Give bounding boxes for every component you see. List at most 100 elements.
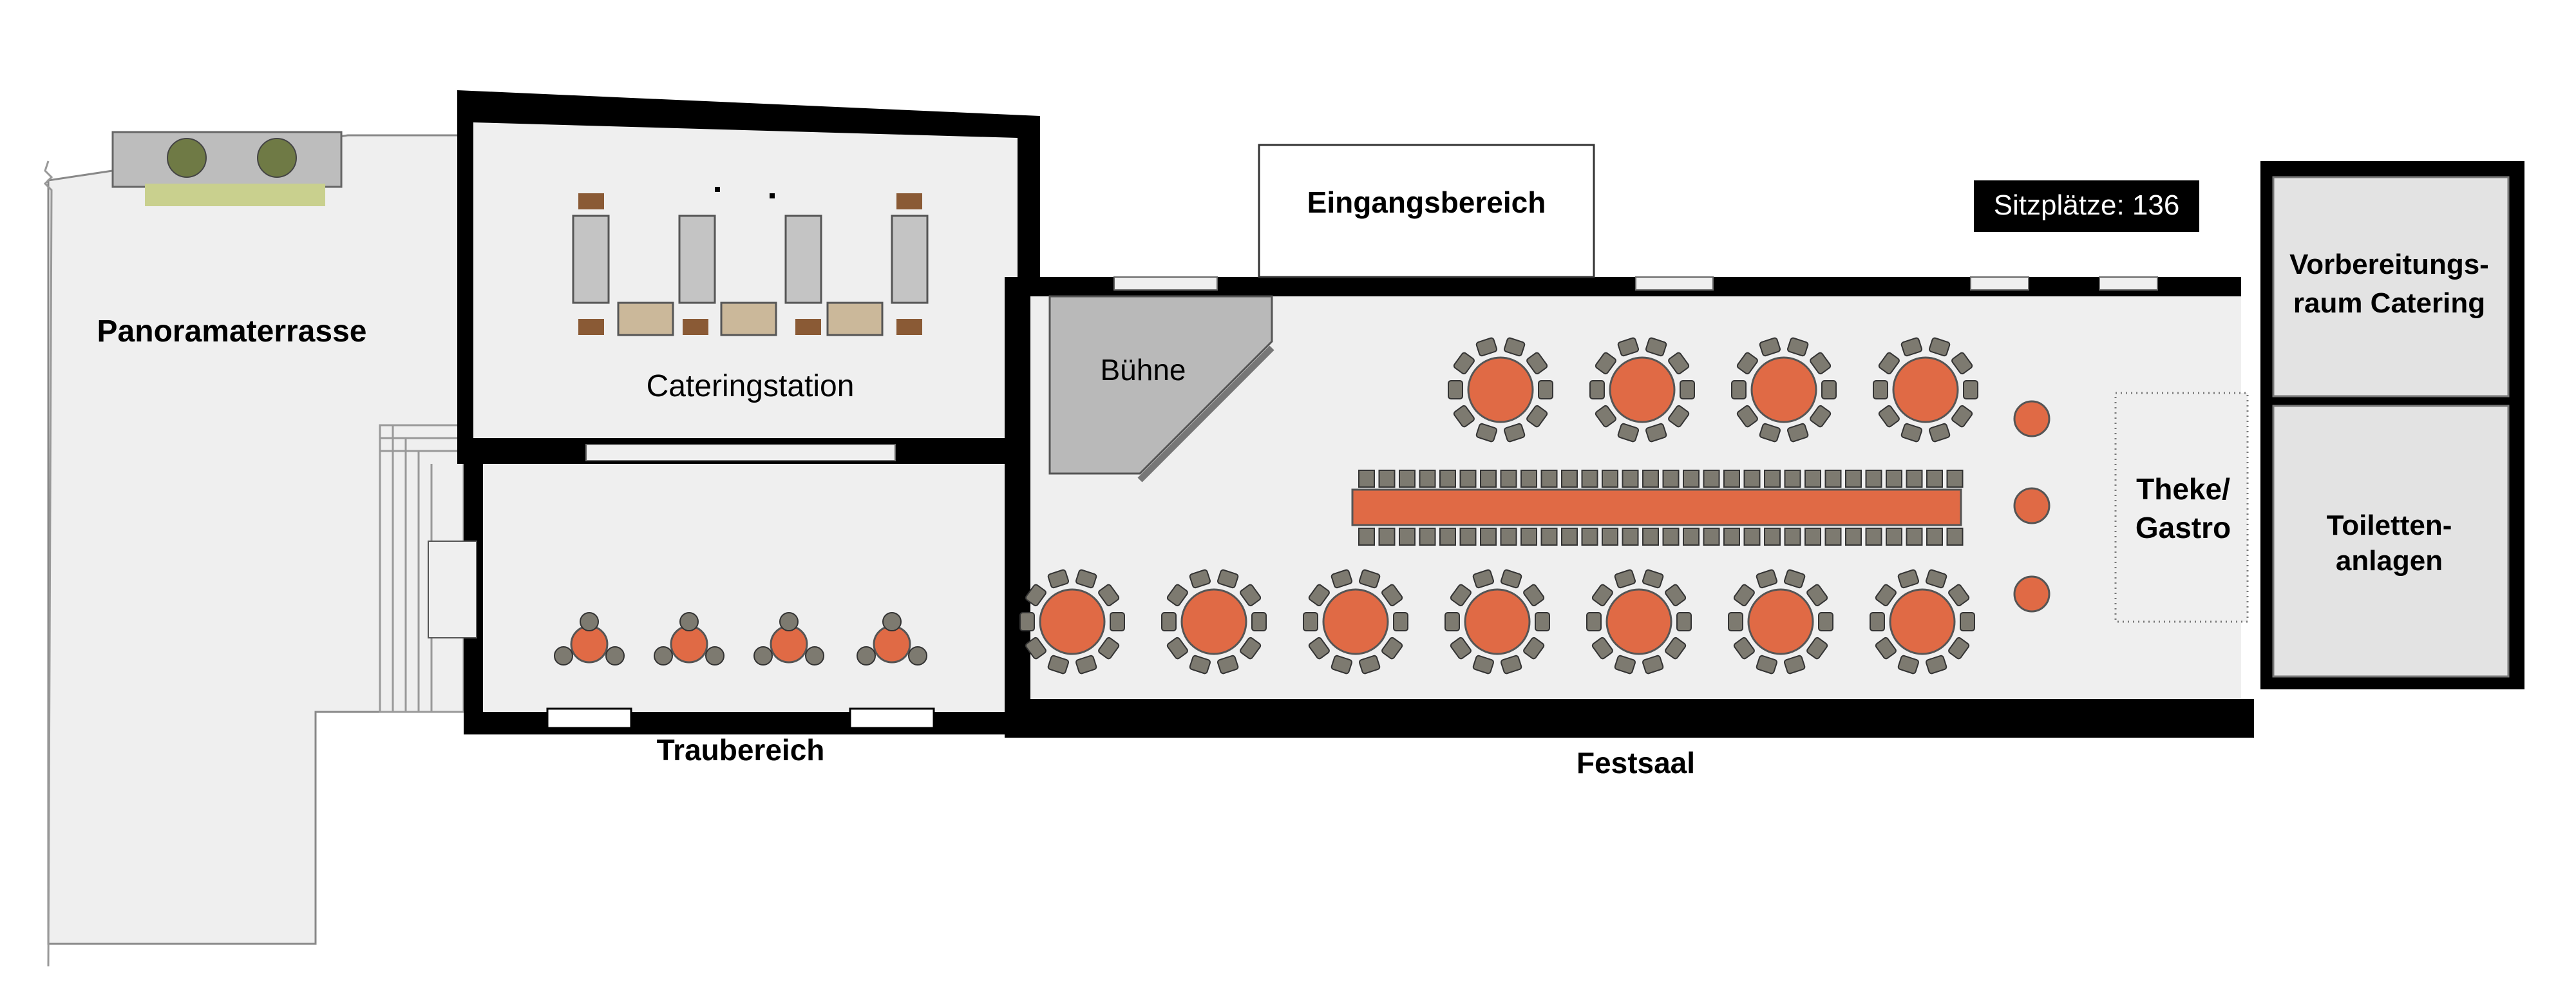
chair-icon — [1331, 655, 1353, 675]
chair-icon — [605, 646, 625, 666]
round-table-top — [1467, 356, 1534, 423]
chair-icon — [1662, 528, 1680, 546]
chair-icon — [1668, 352, 1690, 375]
chair-icon — [1642, 569, 1664, 589]
chair-icon — [1645, 337, 1667, 357]
chair-icon — [1075, 655, 1097, 675]
chair-icon — [1824, 528, 1842, 546]
chair-icon — [1098, 637, 1120, 660]
chair-icon — [1645, 423, 1667, 443]
chair-icon — [1614, 569, 1636, 589]
chair-icon — [1703, 528, 1720, 546]
chair-icon — [1845, 470, 1862, 488]
chair-icon — [1308, 584, 1330, 607]
chair-icon — [1602, 528, 1618, 546]
chair-icon — [1948, 637, 1970, 660]
round-table-icon — [1586, 569, 1692, 675]
chair-icon — [1963, 380, 1978, 399]
terrace-area — [43, 134, 465, 967]
round-table-top — [1464, 588, 1531, 655]
chair-icon — [1526, 352, 1548, 375]
chair-icon — [1378, 528, 1396, 546]
chair-icon — [1308, 637, 1330, 660]
chair-icon — [1047, 569, 1070, 589]
chair-icon — [1865, 470, 1882, 488]
chair-icon — [1399, 470, 1416, 488]
round-table-top — [1892, 356, 1959, 423]
chair-icon — [1642, 655, 1664, 675]
chair-icon — [1240, 584, 1262, 607]
chair-icon — [1723, 470, 1740, 488]
chair-icon — [1764, 528, 1781, 546]
round-table-top — [1750, 356, 1817, 423]
chair-icon — [1925, 655, 1947, 675]
chair-icon — [1804, 528, 1821, 546]
label-theke-line2: Gastro — [2136, 511, 2231, 544]
chair-icon — [1948, 584, 1970, 607]
chair-icon — [1683, 470, 1700, 488]
chair-icon — [1217, 655, 1239, 675]
chair-icon — [1540, 470, 1558, 488]
round-table-top — [1889, 588, 1956, 655]
chair-icon — [1358, 569, 1381, 589]
round-table-top — [1322, 588, 1389, 655]
round-table-top — [1605, 588, 1672, 655]
chair-icon — [1419, 528, 1436, 546]
chair-icon — [1520, 528, 1537, 546]
chair-icon — [1166, 584, 1188, 607]
chair-icon — [1523, 637, 1545, 660]
standing-table — [2013, 575, 2050, 613]
chair-icon — [1520, 470, 1537, 488]
chair-icon — [1733, 584, 1755, 607]
chair-icon — [1925, 569, 1947, 589]
chair-icon — [1946, 528, 1964, 546]
chair-icon — [1703, 470, 1720, 488]
chair-icon — [1459, 470, 1477, 488]
chair-icon — [1810, 405, 1832, 428]
chair-icon — [1098, 584, 1120, 607]
chair-icon — [1503, 423, 1526, 443]
chair-icon — [1444, 612, 1460, 631]
seating-layer — [554, 337, 2050, 675]
round-table-icon — [1873, 337, 1978, 443]
chair-icon — [857, 646, 876, 666]
chair-icon — [1642, 470, 1659, 488]
chair-icon — [1756, 655, 1778, 675]
chair-icon — [1538, 380, 1553, 399]
chair-icon — [1906, 528, 1923, 546]
chair-icon — [1399, 528, 1416, 546]
chair-icon — [1189, 569, 1211, 589]
chair-icon — [1472, 569, 1495, 589]
seat-count-text: Sitzplätze: 136 — [1994, 189, 2180, 221]
chair-icon — [1951, 352, 1973, 375]
chair-icon — [1500, 470, 1517, 488]
chair-icon — [779, 612, 799, 631]
round-table-icon — [1444, 569, 1550, 675]
chair-icon — [1926, 528, 1943, 546]
chair-icon — [1595, 405, 1616, 428]
chair-icon — [1731, 380, 1747, 399]
chair-icon — [1475, 337, 1498, 357]
chair-icon — [1804, 470, 1821, 488]
round-table-top — [1609, 356, 1676, 423]
chair-icon — [1358, 528, 1375, 546]
chair-icon — [1358, 470, 1375, 488]
chair-icon — [1450, 637, 1472, 660]
chair-icon — [1900, 337, 1923, 357]
chair-icon — [1166, 637, 1188, 660]
chair-icon — [1622, 528, 1639, 546]
chair-icon — [1786, 423, 1809, 443]
label-buehne: Bühne — [1100, 353, 1186, 387]
round-table-icon — [1589, 337, 1695, 443]
chair-icon — [1680, 380, 1695, 399]
chair-icon — [1450, 584, 1472, 607]
banquet-table — [1351, 488, 1962, 526]
chair-icon — [1736, 405, 1758, 428]
chair-icon — [1500, 528, 1517, 546]
label-traubereich: Traubereich — [657, 733, 825, 767]
round-table-icon — [1728, 569, 1833, 675]
chair-icon — [1047, 655, 1070, 675]
chair-icon — [1595, 352, 1616, 375]
standing-table — [2013, 487, 2050, 524]
chair-icon — [1381, 584, 1403, 607]
